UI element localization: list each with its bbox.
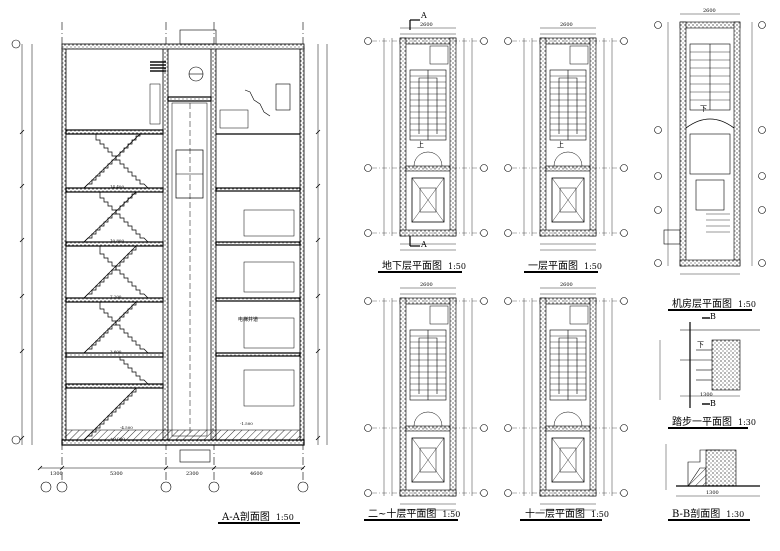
title-underline bbox=[668, 427, 748, 429]
shaft-note: 电梯井道 bbox=[238, 317, 259, 323]
plan-machine-drawing bbox=[654, 13, 766, 275]
plan-11-drawing bbox=[504, 287, 628, 511]
dim-base-right: 4600 bbox=[250, 471, 263, 477]
up-note: 上 bbox=[417, 141, 424, 149]
dim-base-mid2: 2300 bbox=[186, 471, 199, 477]
dim-machine-top: 2600 bbox=[703, 8, 716, 14]
dim-step-w: 1300 bbox=[700, 392, 713, 398]
plan-step-drawing bbox=[659, 317, 760, 408]
dim-bb-w: 1300 bbox=[706, 490, 719, 496]
dim-plan-top: 2600 bbox=[560, 282, 573, 288]
title-underline bbox=[364, 519, 458, 521]
elev-label: 7.200 bbox=[110, 294, 122, 299]
down-note: 下 bbox=[697, 341, 704, 349]
title-underline bbox=[668, 519, 750, 521]
plan-first-drawing bbox=[504, 27, 628, 251]
title-underline bbox=[218, 522, 300, 524]
title-underline bbox=[520, 519, 602, 521]
title-underline bbox=[668, 309, 752, 311]
elev-label: 14.400 bbox=[110, 184, 124, 189]
up-note: 上 bbox=[557, 141, 564, 149]
title-underline bbox=[378, 271, 462, 273]
elev-label: ±0.000 bbox=[110, 436, 125, 441]
section-a-marks bbox=[409, 19, 420, 247]
section-mark-a-top: A bbox=[421, 11, 427, 20]
section-mark-a-bottom: A bbox=[421, 240, 427, 249]
elev-label: -4.500 bbox=[120, 425, 133, 430]
down-note: 下 bbox=[700, 105, 707, 113]
dim-plan-top: 2600 bbox=[560, 22, 573, 28]
section-mark-b-bottom: B bbox=[710, 399, 716, 408]
dim-plan-top: 2600 bbox=[420, 22, 433, 28]
elev-label: 3.600 bbox=[110, 349, 122, 354]
dim-base-mid: 5300 bbox=[110, 471, 123, 477]
plan-basement-drawing bbox=[364, 27, 488, 251]
section-bb-drawing bbox=[665, 444, 760, 497]
elev-label: 10.800 bbox=[110, 238, 124, 243]
dim-base-left: 1300 bbox=[50, 471, 63, 477]
section-aa-drawing bbox=[11, 22, 328, 493]
plan-2-10-drawing bbox=[364, 287, 488, 511]
dim-plan-top: 2600 bbox=[420, 282, 433, 288]
section-mark-b-top: B bbox=[710, 312, 716, 321]
elev-label: -1.500 bbox=[240, 421, 253, 426]
title-underline bbox=[524, 271, 598, 273]
